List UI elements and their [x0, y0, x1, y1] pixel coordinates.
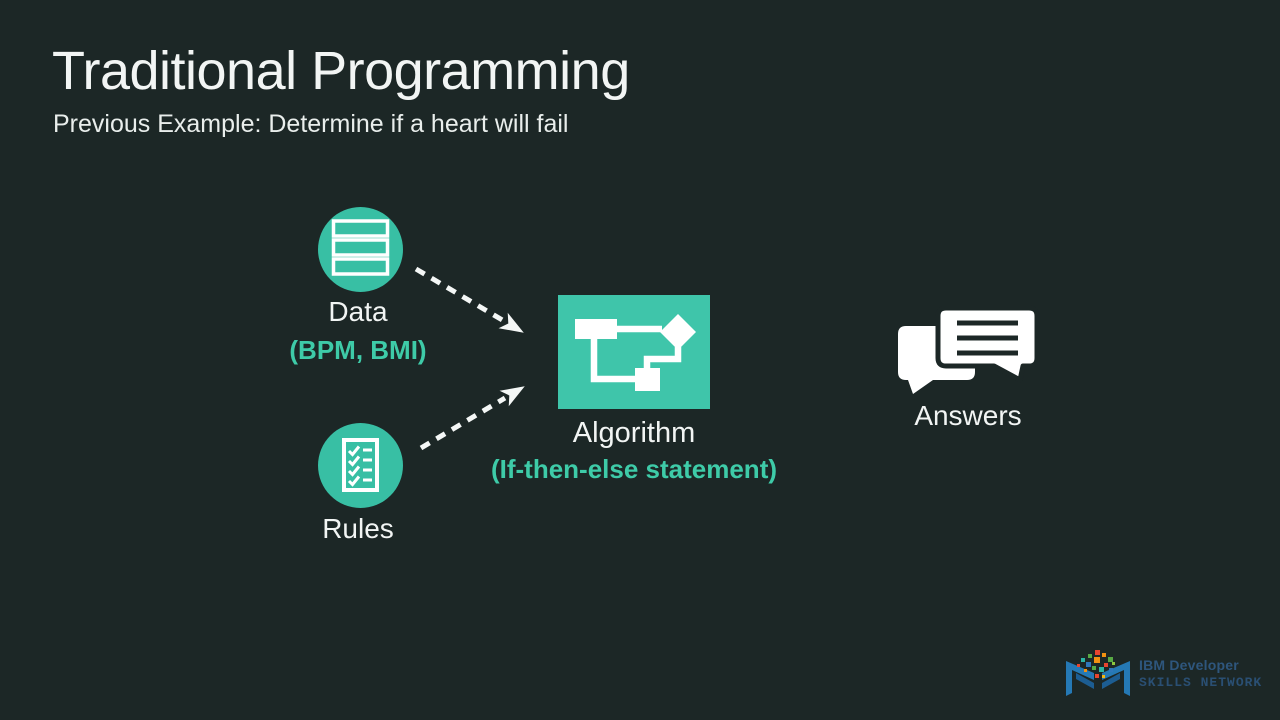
page-subtitle: Previous Example: Determine if a heart w…	[53, 110, 569, 138]
rules-checklist-icon	[342, 438, 379, 492]
skills-network-book-icon	[1066, 650, 1130, 696]
brand-lockup: IBM Developer SKILLS NETWORK	[1064, 649, 1264, 707]
brand-line1: IBM Developer	[1139, 657, 1239, 673]
data-node-sublabel: (BPM, BMI)	[289, 335, 427, 365]
algorithm-node-sublabel: (If-then-else statement)	[490, 454, 778, 484]
algorithm-node-box	[558, 295, 710, 409]
rules-node-circle	[318, 423, 403, 508]
answers-chat-icon	[898, 305, 1040, 394]
dashed-arrow-rules-to-algorithm	[419, 386, 525, 451]
brand-line2: SKILLS NETWORK	[1139, 675, 1263, 690]
answers-node-label: Answers	[914, 400, 1022, 431]
page-title: Traditional Programming	[52, 41, 630, 101]
algorithm-node-label: Algorithm	[572, 417, 696, 449]
data-node-circle	[318, 207, 403, 292]
rules-node-label: Rules	[322, 513, 394, 544]
data-stack-icon	[331, 219, 390, 276]
algorithm-flowchart-icon	[575, 314, 696, 391]
book-confetti-pixels	[1077, 650, 1115, 678]
data-node-label: Data	[328, 296, 388, 327]
